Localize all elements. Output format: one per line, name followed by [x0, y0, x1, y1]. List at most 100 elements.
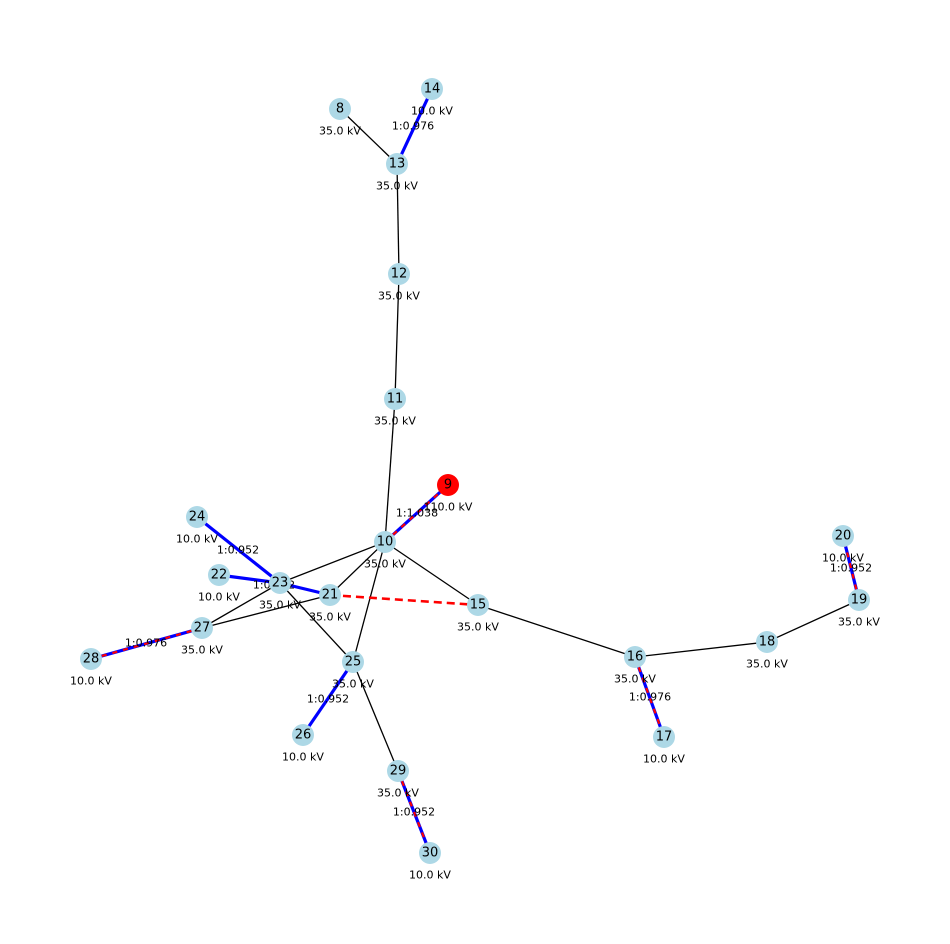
transformer-25-26 — [301, 661, 355, 736]
bus-node-circle[interactable] — [467, 594, 489, 616]
bus-node-8[interactable]: 8 35.0 kV — [319, 98, 361, 138]
bus-node-circle[interactable] — [437, 474, 459, 496]
transformer-13-14 — [395, 88, 434, 165]
transformer-ratio-label: 1:0.952 — [307, 693, 349, 706]
line-10-25 — [352, 541, 386, 663]
open-line-21-15 — [329, 593, 479, 607]
line-10-15 — [384, 541, 479, 606]
bus-node-circle[interactable] — [756, 631, 778, 653]
bus-node-circle[interactable] — [421, 78, 443, 100]
bus-node-circle[interactable] — [386, 153, 408, 175]
bus-voltage-label: 35.0 kV — [377, 787, 419, 800]
bus-voltage-label: 35.0 kV — [364, 558, 406, 571]
bus-id-label: 8 — [336, 102, 344, 117]
line-8-13 — [339, 108, 398, 165]
bus-node-circle[interactable] — [191, 617, 213, 639]
bus-node-circle[interactable] — [329, 98, 351, 120]
line-23-25 — [279, 582, 354, 663]
bus-node-circle[interactable] — [342, 651, 364, 673]
bus-node-12[interactable]: 12 35.0 kV — [378, 263, 420, 303]
transformer-ratio-label: 1:1.038 — [396, 507, 438, 520]
bus-id-label: 28 — [83, 652, 100, 667]
bus-id-label: 16 — [627, 650, 644, 665]
bus-voltage-label: 10.0 kV — [176, 533, 218, 546]
bus-id-label: 17 — [656, 730, 673, 745]
line-12-11 — [394, 273, 400, 400]
bus-node-circle[interactable] — [374, 531, 396, 553]
transformer-ratio-label: 1:0.976 — [629, 691, 671, 704]
transformer-overlay-29-30 — [396, 770, 432, 854]
bus-node-circle[interactable] — [80, 648, 102, 670]
bus-node-circle[interactable] — [653, 726, 675, 748]
line-18-19 — [766, 599, 860, 643]
bus-id-label: 30 — [422, 846, 439, 861]
bus-id-label: 10 — [377, 535, 394, 550]
bus-node-circle[interactable] — [319, 584, 341, 606]
bus-voltage-label: 35.0 kV — [746, 658, 788, 671]
transformer-ratio-label: 1:0.952 — [830, 562, 872, 575]
bus-id-label: 9 — [444, 478, 452, 493]
line-10-21 — [329, 541, 386, 596]
line-15-16 — [477, 604, 636, 658]
line-11-10 — [384, 398, 396, 543]
transformer-23-24 — [196, 515, 281, 585]
bus-id-label: 25 — [345, 655, 362, 670]
bus-node-10[interactable]: 10 35.0 kV — [364, 531, 406, 571]
bus-node-circle[interactable] — [419, 842, 441, 864]
line-10-23 — [279, 541, 386, 584]
bus-node-20[interactable]: 20 10.0 kV — [822, 525, 864, 565]
line-16-18 — [634, 641, 768, 658]
line-13-12 — [396, 163, 400, 275]
transformer-overlay-16-17 — [633, 656, 666, 738]
bus-id-label: 11 — [387, 392, 404, 407]
bus-node-circle[interactable] — [292, 724, 314, 746]
bus-node-circle[interactable] — [848, 589, 870, 611]
bus-node-circle[interactable] — [624, 646, 646, 668]
bus-voltage-label: 35.0 kV — [378, 290, 420, 303]
bus-node-circle[interactable] — [269, 572, 291, 594]
bus-node-circle[interactable] — [186, 506, 208, 528]
bus-id-label: 27 — [194, 621, 211, 636]
bus-voltage-label: 35.0 kV — [838, 616, 880, 629]
bus-node-17[interactable]: 17 10.0 kV — [643, 726, 685, 766]
bus-node-9[interactable]: 9 110.0 kV — [424, 474, 473, 514]
bus-node-18[interactable]: 18 35.0 kV — [746, 631, 788, 671]
edges-layer — [90, 88, 861, 854]
bus-node-circle[interactable] — [388, 263, 410, 285]
ratio-labels-layer: 1:0.9761:1.0381:0.9521:0.9521:0.9761:0.9… — [125, 120, 872, 819]
bus-voltage-label: 35.0 kV — [309, 611, 351, 624]
bus-id-label: 26 — [295, 728, 312, 743]
bus-voltage-label: 10.0 kV — [822, 552, 864, 565]
bus-node-circle[interactable] — [387, 760, 409, 782]
bus-id-label: 18 — [759, 635, 776, 650]
bus-voltage-label: 35.0 kV — [319, 125, 361, 138]
bus-voltage-label: 10.0 kV — [643, 753, 685, 766]
bus-voltage-label: 10.0 kV — [411, 105, 453, 118]
bus-voltage-label: 35.0 kV — [259, 599, 301, 612]
bus-node-circle[interactable] — [384, 388, 406, 410]
bus-voltage-label: 110.0 kV — [424, 501, 473, 514]
bus-voltage-label: 35.0 kV — [457, 621, 499, 634]
bus-id-label: 20 — [835, 529, 852, 544]
bus-node-circle[interactable] — [208, 564, 230, 586]
bus-id-label: 12 — [391, 267, 408, 282]
bus-node-circle[interactable] — [832, 525, 854, 547]
bus-voltage-label: 10.0 kV — [282, 751, 324, 764]
bus-node-26[interactable]: 26 10.0 kV — [282, 724, 324, 764]
